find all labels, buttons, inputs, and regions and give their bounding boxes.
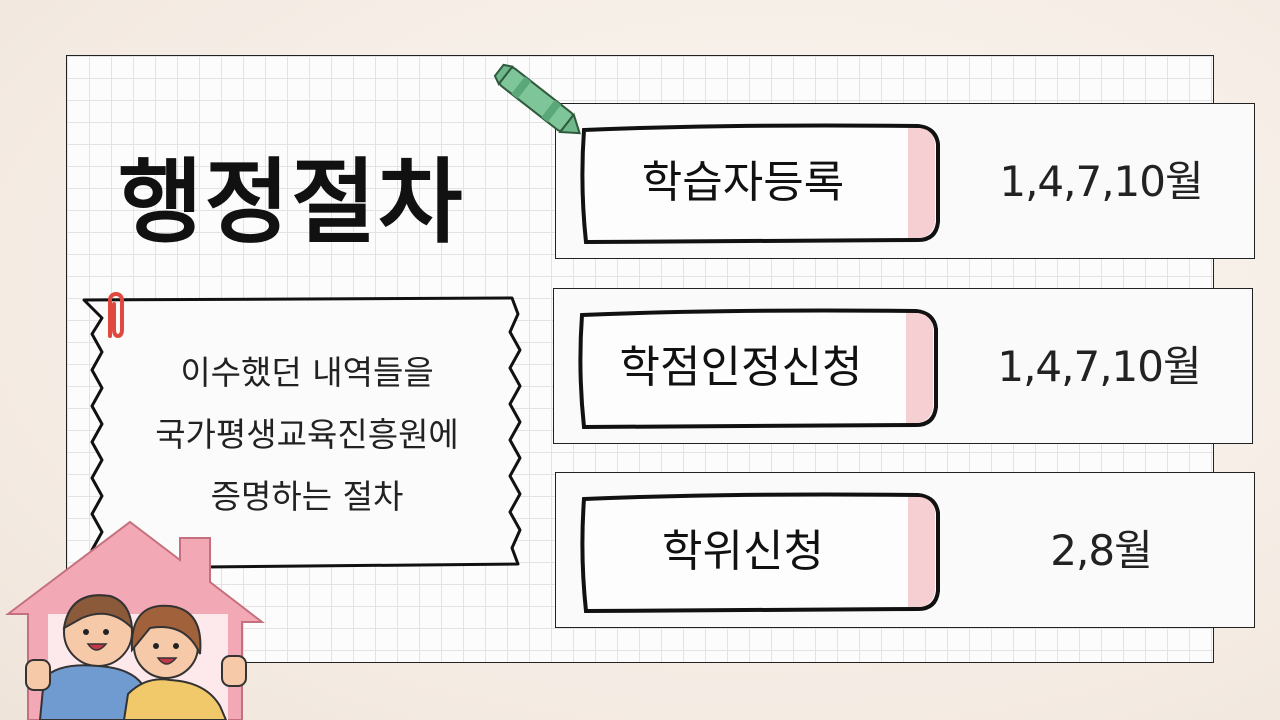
procedure-row-degree: 학위신청 2,8월 xyxy=(555,472,1255,628)
tag-frame xyxy=(580,492,940,613)
crayon-icon xyxy=(493,63,582,135)
description-note: 이수했던 내역들을 국가평생교육진흥원에 증명하는 절차 xyxy=(72,292,542,582)
procedure-label: 학습자등록 xyxy=(641,157,845,208)
description-text: 이수했던 내역들을 국가평생교육진흥원에 증명하는 절차 xyxy=(112,342,502,528)
description-line: 국가평생교육진흥원에 xyxy=(155,415,459,454)
description-line: 이수했던 내역들을 xyxy=(180,353,434,392)
procedure-period: 1,4,7,10월 xyxy=(999,157,1203,206)
paperclip-icon xyxy=(108,292,124,338)
house-illustration xyxy=(5,520,265,720)
torn-paper-shape xyxy=(82,296,522,570)
procedure-row-credit: 학점인정신청 1,4,7,10월 xyxy=(553,288,1253,444)
procedure-period: 1,4,7,10월 xyxy=(997,342,1201,391)
procedure-tag: 학점인정신청 xyxy=(576,307,938,429)
tag-frame xyxy=(580,123,940,244)
procedure-label: 학위신청 xyxy=(662,526,824,577)
procedure-period: 2,8월 xyxy=(1050,526,1152,575)
procedure-row-registration: 학습자등록 1,4,7,10월 xyxy=(555,103,1255,259)
description-line: 증명하는 절차 xyxy=(210,477,404,516)
procedure-tag: 학습자등록 xyxy=(578,122,940,244)
page-title: 행정절차 xyxy=(118,149,465,256)
procedure-label: 학점인정신청 xyxy=(619,342,863,393)
tag-frame xyxy=(578,308,938,429)
procedure-tag: 학위신청 xyxy=(578,491,940,613)
